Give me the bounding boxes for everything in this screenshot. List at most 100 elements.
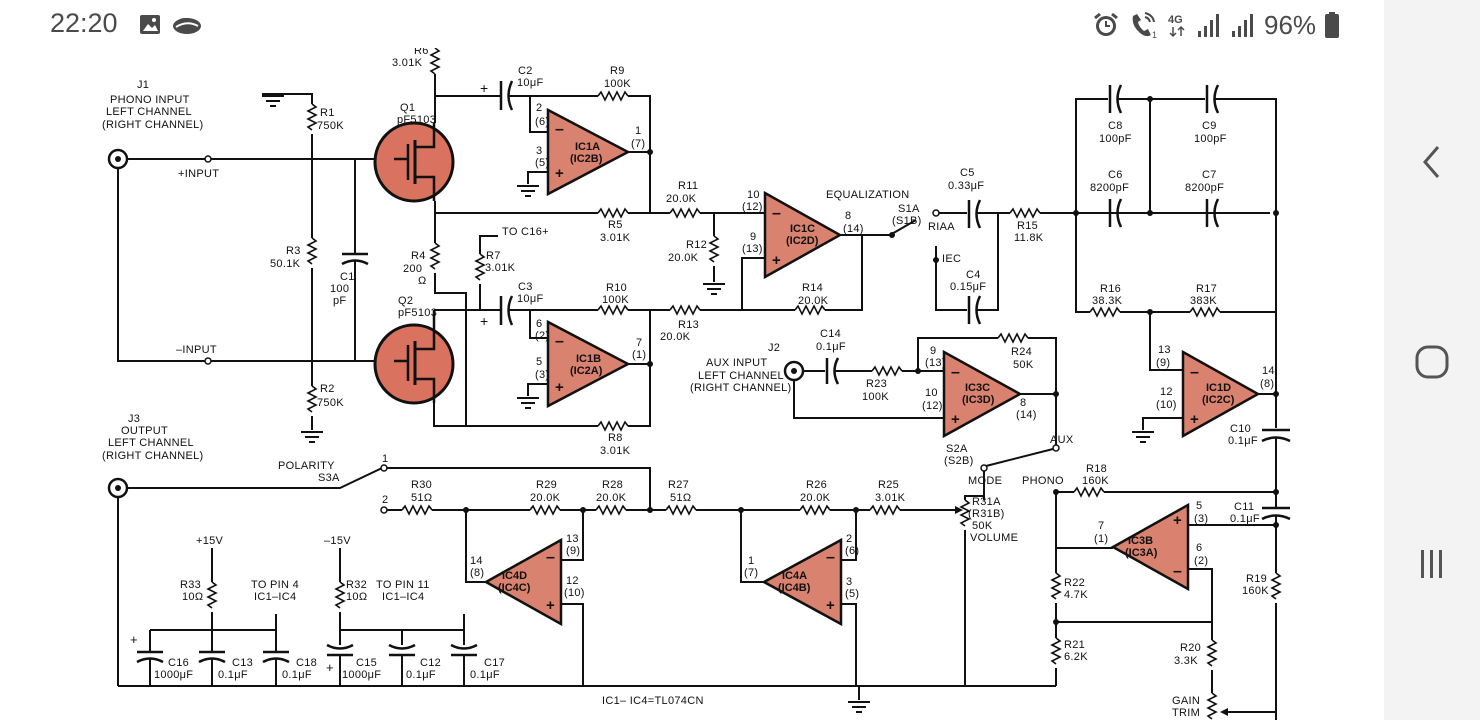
svg-text:12: 12 xyxy=(1160,386,1173,398)
label-r4: R4 xyxy=(411,250,426,262)
svg-text:3: 3 xyxy=(846,576,852,588)
svg-text:2: 2 xyxy=(382,494,388,506)
label-r14-value: 20.0K xyxy=(798,295,829,307)
wifi-call-icon: 1 xyxy=(1132,12,1157,39)
output-jack-j3 xyxy=(107,477,129,499)
label-c13-value: 0.1μF xyxy=(218,669,248,681)
resistor-r13 xyxy=(669,304,701,316)
svg-text:1: 1 xyxy=(748,555,754,567)
label-equalization: EQUALIZATION xyxy=(826,189,909,201)
label-j1-desc3: (RIGHT CHANNEL) xyxy=(102,119,203,131)
cloud-icon xyxy=(173,18,201,34)
label-c4-value: 0.15μF xyxy=(950,281,986,293)
label-r33: R33 xyxy=(180,579,201,591)
label-r6: R6 xyxy=(414,48,429,57)
resistor-r16 xyxy=(1089,306,1121,318)
svg-text:(9): (9) xyxy=(1156,357,1170,369)
svg-text:(13): (13) xyxy=(925,357,946,369)
resistor-r3 xyxy=(306,237,318,265)
label-r32: R32 xyxy=(346,579,367,591)
label-r15-value: 11.8K xyxy=(1014,232,1044,244)
label-c5: C5 xyxy=(960,167,975,179)
gallery-icon xyxy=(140,15,160,34)
home-button[interactable] xyxy=(1408,338,1456,386)
svg-text:(IC4B): (IC4B) xyxy=(778,582,811,594)
label-r2: R2 xyxy=(320,383,335,395)
opamp-ic1d: – + IC1D (IC2C) xyxy=(1181,349,1261,439)
svg-text:(10): (10) xyxy=(1156,399,1177,411)
label-plus-input: +INPUT xyxy=(178,168,219,180)
home-icon xyxy=(1415,345,1449,379)
svg-text:12: 12 xyxy=(566,575,579,587)
recents-button[interactable] xyxy=(1408,540,1456,588)
label-r25-value: 3.01K xyxy=(875,492,906,504)
svg-text:(10): (10) xyxy=(564,587,585,599)
label-c6-value: 8200pF xyxy=(1090,182,1129,194)
svg-text:9: 9 xyxy=(750,231,756,243)
label-r19-value: 160K xyxy=(1242,585,1269,597)
label-r7: R7 xyxy=(486,250,501,262)
label-r22: R22 xyxy=(1064,577,1085,589)
label-c11-value: 0.1μF xyxy=(1230,513,1260,525)
svg-text:IC3B: IC3B xyxy=(1128,535,1153,547)
resistor-r10 xyxy=(597,304,629,316)
svg-text:1: 1 xyxy=(1152,30,1157,39)
recents-icon xyxy=(1421,550,1442,578)
ground-symbol xyxy=(300,431,324,443)
label-c16: C16 xyxy=(168,657,189,669)
opamp-ic1c: – + IC1C (IC2D) xyxy=(763,190,843,280)
label-r10-value: 100K xyxy=(602,294,629,306)
label-r29-value: 20.0K xyxy=(530,492,561,504)
svg-text:IC1B: IC1B xyxy=(576,353,601,365)
svg-text:1: 1 xyxy=(382,453,388,465)
label-r20: R20 xyxy=(1180,642,1201,654)
label-r26-value: 20.0K xyxy=(800,492,831,504)
ground-symbol xyxy=(702,283,726,295)
svg-text:+: + xyxy=(546,597,555,614)
back-button[interactable] xyxy=(1408,138,1456,186)
circuit-schematic: J1 PHONO INPUT LEFT CHANNEL (RIGHT CHANN… xyxy=(102,45,1291,720)
label-trim: TRIM xyxy=(1172,707,1200,719)
label-c17-value: 0.1μF xyxy=(470,669,500,681)
svg-text:(13): (13) xyxy=(742,243,763,255)
svg-text:(IC3A): (IC3A) xyxy=(1125,547,1158,559)
svg-text:5: 5 xyxy=(536,356,542,368)
phono-input-jack-j1 xyxy=(107,148,129,170)
resistor-r8 xyxy=(597,420,629,432)
label-c12-value: 0.1μF xyxy=(406,669,436,681)
svg-text:–: – xyxy=(772,205,781,222)
ground-symbol xyxy=(1131,431,1155,443)
label-j3-desc1: OUTPUT xyxy=(121,425,168,437)
label-c4: C4 xyxy=(966,269,981,281)
svg-text:9: 9 xyxy=(930,345,936,357)
label-polarity: POLARITY xyxy=(278,460,335,472)
svg-text:IC3C: IC3C xyxy=(965,382,990,394)
label-c7: C7 xyxy=(1202,169,1217,181)
label-riaa: RIAA xyxy=(928,221,955,233)
svg-text:8: 8 xyxy=(1020,397,1026,409)
svg-text:(6): (6) xyxy=(845,545,859,557)
label-c1: C1 xyxy=(340,271,355,283)
label-c6: C6 xyxy=(1108,169,1123,181)
label-r9: R9 xyxy=(610,65,625,77)
svg-text:IC4D: IC4D xyxy=(502,570,527,582)
label-c18: C18 xyxy=(296,657,317,669)
resistor-r26 xyxy=(799,504,831,516)
svg-text:(14): (14) xyxy=(843,223,864,235)
svg-text:(8): (8) xyxy=(470,567,484,579)
svg-text:2: 2 xyxy=(846,533,852,545)
label-c9-value: 100pF xyxy=(1194,133,1227,145)
label-r10: R10 xyxy=(606,282,627,294)
svg-text:IC1C: IC1C xyxy=(790,223,815,235)
label-ic-note: IC1– IC4=TL074CN xyxy=(602,695,704,707)
label-volume: VOLUME xyxy=(970,532,1018,544)
label-r29: R29 xyxy=(536,479,557,491)
resistor-r21 xyxy=(1050,637,1062,665)
label-r15: R15 xyxy=(1017,220,1038,232)
label-q1: Q1 xyxy=(400,102,415,114)
label-r4-value: 200 xyxy=(403,263,422,275)
ground-symbol xyxy=(847,701,871,713)
svg-text:(5): (5) xyxy=(535,157,549,169)
svg-text:+: + xyxy=(555,165,564,182)
label-c8: C8 xyxy=(1108,120,1123,132)
